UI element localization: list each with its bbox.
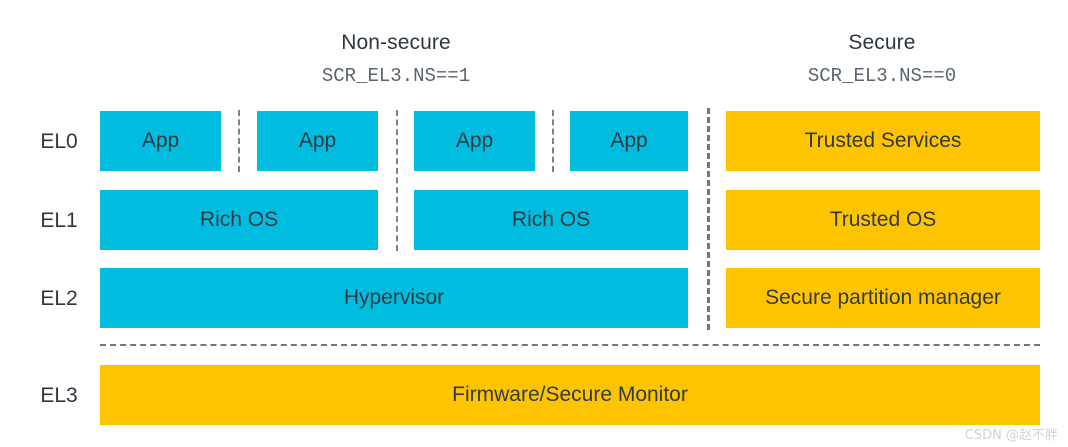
separator-el0-app3-app4 [552, 110, 554, 172]
block-el2-hypervisor[interactable]: Hypervisor [100, 268, 688, 328]
column-header-secure-title: Secure [848, 31, 916, 54]
block-el3-firmware-secure-monitor[interactable]: Firmware/Secure Monitor [100, 365, 1040, 425]
column-header-non-secure: Non-secure SCR_EL3.NS==1 [238, 30, 554, 88]
exception-level-label-el0: EL0 [40, 130, 78, 153]
column-header-non-secure-condition: SCR_EL3.NS==1 [321, 65, 471, 87]
column-header-secure-condition: SCR_EL3.NS==0 [807, 65, 957, 87]
column-header-secure: Secure SCR_EL3.NS==0 [724, 30, 1040, 88]
exception-level-label-el2: EL2 [40, 287, 78, 310]
block-el0-trusted-services[interactable]: Trusted Services [726, 111, 1040, 171]
block-el0-app-4[interactable]: App [570, 111, 688, 171]
block-el2-secure-partition-manager[interactable]: Secure partition manager [726, 268, 1040, 328]
separator-vm-boundary [396, 110, 398, 251]
column-header-non-secure-title: Non-secure [341, 31, 451, 54]
block-el0-app-3[interactable]: App [414, 111, 535, 171]
block-el1-rich-os-2[interactable]: Rich OS [414, 190, 688, 250]
exception-level-label-el3: EL3 [40, 384, 78, 407]
watermark: CSDN @赵不胖 [964, 428, 1058, 443]
block-el1-rich-os-1[interactable]: Rich OS [100, 190, 378, 250]
separator-el3-boundary [100, 344, 1040, 346]
separator-secure-world-boundary [707, 108, 710, 330]
separator-el0-app1-app2 [238, 110, 240, 172]
exception-level-label-el1: EL1 [40, 209, 78, 232]
block-el0-app-1[interactable]: App [100, 111, 221, 171]
block-el1-trusted-os[interactable]: Trusted OS [726, 190, 1040, 250]
block-el0-app-2[interactable]: App [257, 111, 378, 171]
